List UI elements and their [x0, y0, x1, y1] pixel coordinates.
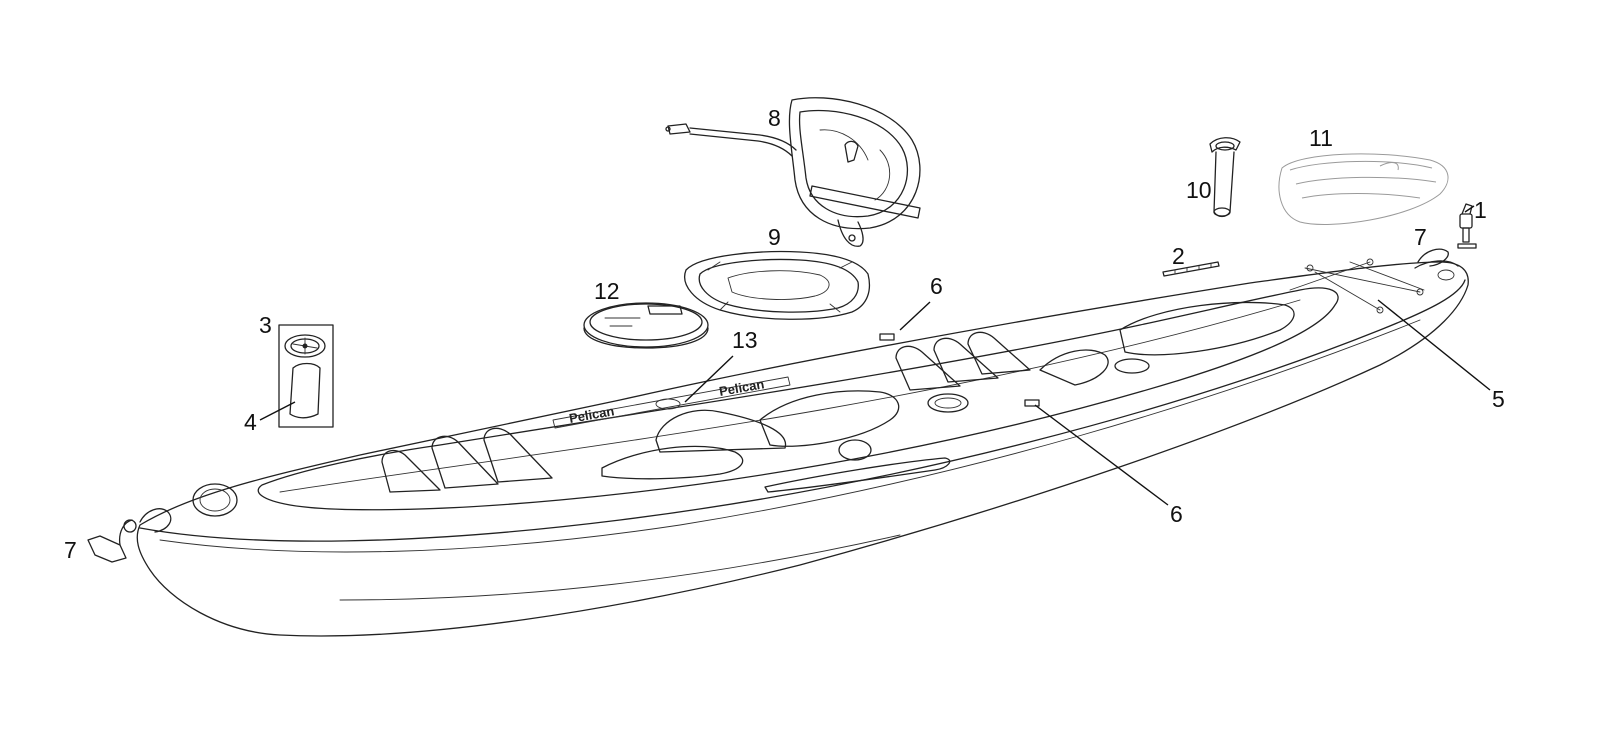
decal-brand-left: Pelican — [568, 403, 615, 426]
stern-carry-handle — [1417, 248, 1449, 267]
leader-lines — [259, 205, 1491, 506]
callout-3: 3 — [259, 312, 272, 338]
deck-clip-rear — [1024, 399, 1040, 407]
callout-6-upper: 6 — [930, 273, 943, 299]
callout-12: 12 — [594, 278, 620, 304]
seat-backrest — [665, 97, 921, 247]
callout-6-lower: 6 — [1170, 501, 1183, 527]
rod-holder — [1209, 137, 1241, 218]
bow-carry-handle — [87, 519, 137, 563]
callout-10: 10 — [1186, 177, 1212, 203]
callout-9: 9 — [768, 224, 781, 250]
deck-clip-front — [879, 333, 895, 341]
decal-brand-right: Pelican — [718, 376, 765, 399]
callout-11: 11 — [1309, 125, 1333, 151]
round-hatch-cover — [583, 302, 709, 349]
callout-1: 1 — [1474, 197, 1487, 223]
callout-7-stern: 7 — [1414, 224, 1427, 250]
kayak-hull — [136, 260, 1469, 637]
deck-bungee-rigging — [1289, 258, 1425, 314]
callout-4: 4 — [244, 409, 257, 435]
seat-cushion — [684, 250, 871, 320]
callout-13: 13 — [732, 327, 758, 353]
measuring-ruler — [1162, 261, 1220, 277]
drain-plug — [1457, 203, 1477, 249]
callout-5: 5 — [1492, 386, 1505, 412]
callout-7-bow: 7 — [64, 537, 77, 563]
callout-8: 8 — [768, 105, 781, 131]
storage-container — [1278, 153, 1449, 225]
callout-2: 2 — [1172, 243, 1185, 269]
hatch-assembly — [278, 324, 334, 428]
